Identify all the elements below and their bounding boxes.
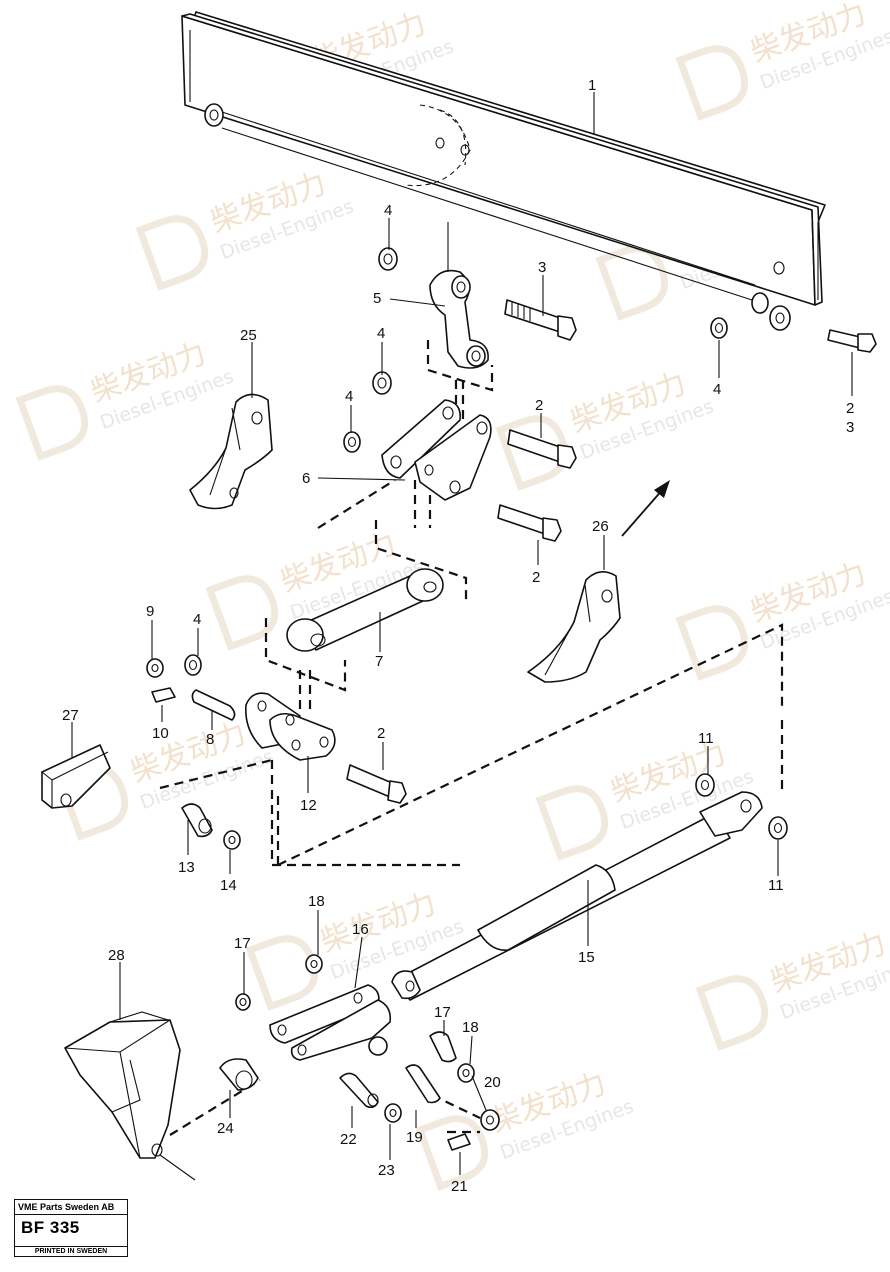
callout-26: 26 <box>592 518 609 535</box>
part-12-bracket <box>245 692 336 761</box>
callout-25: 25 <box>240 327 257 344</box>
callout-14: 14 <box>220 877 237 894</box>
part-1-blade <box>181 11 826 314</box>
part-11-washer-a <box>695 773 715 797</box>
watermark-tile: 柴发动力 Diesel-Engines <box>135 166 357 291</box>
part-9-washer <box>146 658 164 678</box>
callout-11: 11 <box>698 730 714 747</box>
callout-2: 2 <box>535 397 543 414</box>
title-stamp: VME Parts Sweden AB BF 335 PRINTED IN SW… <box>14 1199 128 1257</box>
leader-lines <box>71 92 853 1175</box>
callout-23: 23 <box>378 1162 395 1179</box>
callout-27: 27 <box>62 707 79 724</box>
callout-18: 18 <box>462 1019 479 1036</box>
part-23-washer <box>384 1103 402 1123</box>
assembly-dashed-lines <box>159 340 784 1136</box>
callout-12: 12 <box>300 797 317 814</box>
stamp-code: BF 335 <box>21 1218 80 1237</box>
part-17-pin-a <box>235 993 251 1011</box>
part-27-block <box>41 744 111 809</box>
callout-28: 28 <box>108 947 125 964</box>
watermark-tile: 柴发动力 Diesel-Engines <box>495 366 717 491</box>
callout-5: 5 <box>373 290 381 307</box>
callout-10: 10 <box>152 725 169 742</box>
callout-4: 4 <box>193 611 201 628</box>
callout-18: 18 <box>308 893 325 910</box>
callout-16: 16 <box>352 921 369 938</box>
callout-3: 3 <box>538 259 546 276</box>
part-6-double-bracket <box>381 399 492 501</box>
part-2-bolt-b <box>497 504 562 542</box>
part-19-pin <box>405 1064 441 1104</box>
callout-4: 4 <box>377 325 385 342</box>
part-18-washer-a <box>305 954 323 974</box>
callout-4: 4 <box>713 381 721 398</box>
callout-2: 2 <box>532 569 540 586</box>
part-15-cylinder <box>391 791 763 1001</box>
part-10-pin <box>151 687 176 703</box>
callout-2: 2 <box>846 400 854 417</box>
callout-4: 4 <box>345 388 353 405</box>
callout-numbers: 1 3 4 5 4 4 2 3 25 4 2 6 2 26 7 9 4 10 8… <box>62 77 854 1195</box>
part-14-washer <box>223 830 241 850</box>
callout-19: 19 <box>406 1129 423 1146</box>
part-18-washer-b <box>457 1063 475 1083</box>
part-20-washer <box>480 1109 500 1131</box>
part-bolt-right <box>827 329 877 353</box>
part-22-pin <box>339 1072 379 1109</box>
watermark-tile: 柴发动力 Diesel-Engines <box>695 926 890 1051</box>
callout-21: 21 <box>451 1178 468 1195</box>
part-5-upper-link <box>429 269 489 369</box>
watermark-tile: 柴发动力 Diesel-Engines <box>675 0 890 121</box>
part-7-cross-tube <box>286 568 444 652</box>
watermark-tile: 柴发动力 Diesel-Engines <box>15 336 237 461</box>
callout-24: 24 <box>217 1120 234 1137</box>
callout-7: 7 <box>375 653 383 670</box>
part-21-pin <box>447 1133 471 1151</box>
callout-17: 17 <box>234 935 251 952</box>
part-16-linkage <box>269 984 392 1061</box>
part-2-bolt-c <box>346 764 407 804</box>
part-3-bolt-top <box>504 299 577 341</box>
stamp-company: VME Parts Sweden AB <box>15 1200 127 1215</box>
part-washer-right <box>769 305 791 331</box>
callout-4: 4 <box>384 202 392 219</box>
callout-11: 11 <box>768 877 784 894</box>
watermark-tile: 柴发动力 Diesel-Engines <box>415 1066 637 1191</box>
part-8-pin <box>191 689 236 721</box>
callout-9: 9 <box>146 603 154 620</box>
callout-22: 22 <box>340 1131 357 1148</box>
callout-1: 1 <box>588 77 596 94</box>
part-2-bolt-a <box>507 429 577 469</box>
callout-15: 15 <box>578 949 595 966</box>
direction-arrow-icon <box>621 480 670 537</box>
callout-3: 3 <box>846 419 854 436</box>
callout-6: 6 <box>302 470 310 487</box>
callout-2: 2 <box>377 725 385 742</box>
part-17-pin-b <box>429 1031 457 1063</box>
part-13-pin <box>181 803 213 838</box>
callout-20: 20 <box>484 1074 501 1091</box>
callout-8: 8 <box>206 731 214 748</box>
part-4-nut-mid1 <box>372 371 392 395</box>
stamp-printed: PRINTED IN SWEDEN <box>15 1246 127 1256</box>
part-25-wear-shoe <box>189 393 273 510</box>
part-24-bushing <box>219 1058 259 1091</box>
part-26-wear-shoe <box>527 571 621 683</box>
callout-13: 13 <box>178 859 195 876</box>
part-4-nut-top <box>378 247 398 271</box>
callout-17: 17 <box>434 1004 451 1021</box>
part-4-nut-right <box>710 317 728 339</box>
part-4-nut-left <box>184 654 202 676</box>
part-28-mount <box>64 1011 196 1181</box>
part-4-nut-mid2 <box>343 431 361 453</box>
part-11-washer-b <box>768 816 788 840</box>
